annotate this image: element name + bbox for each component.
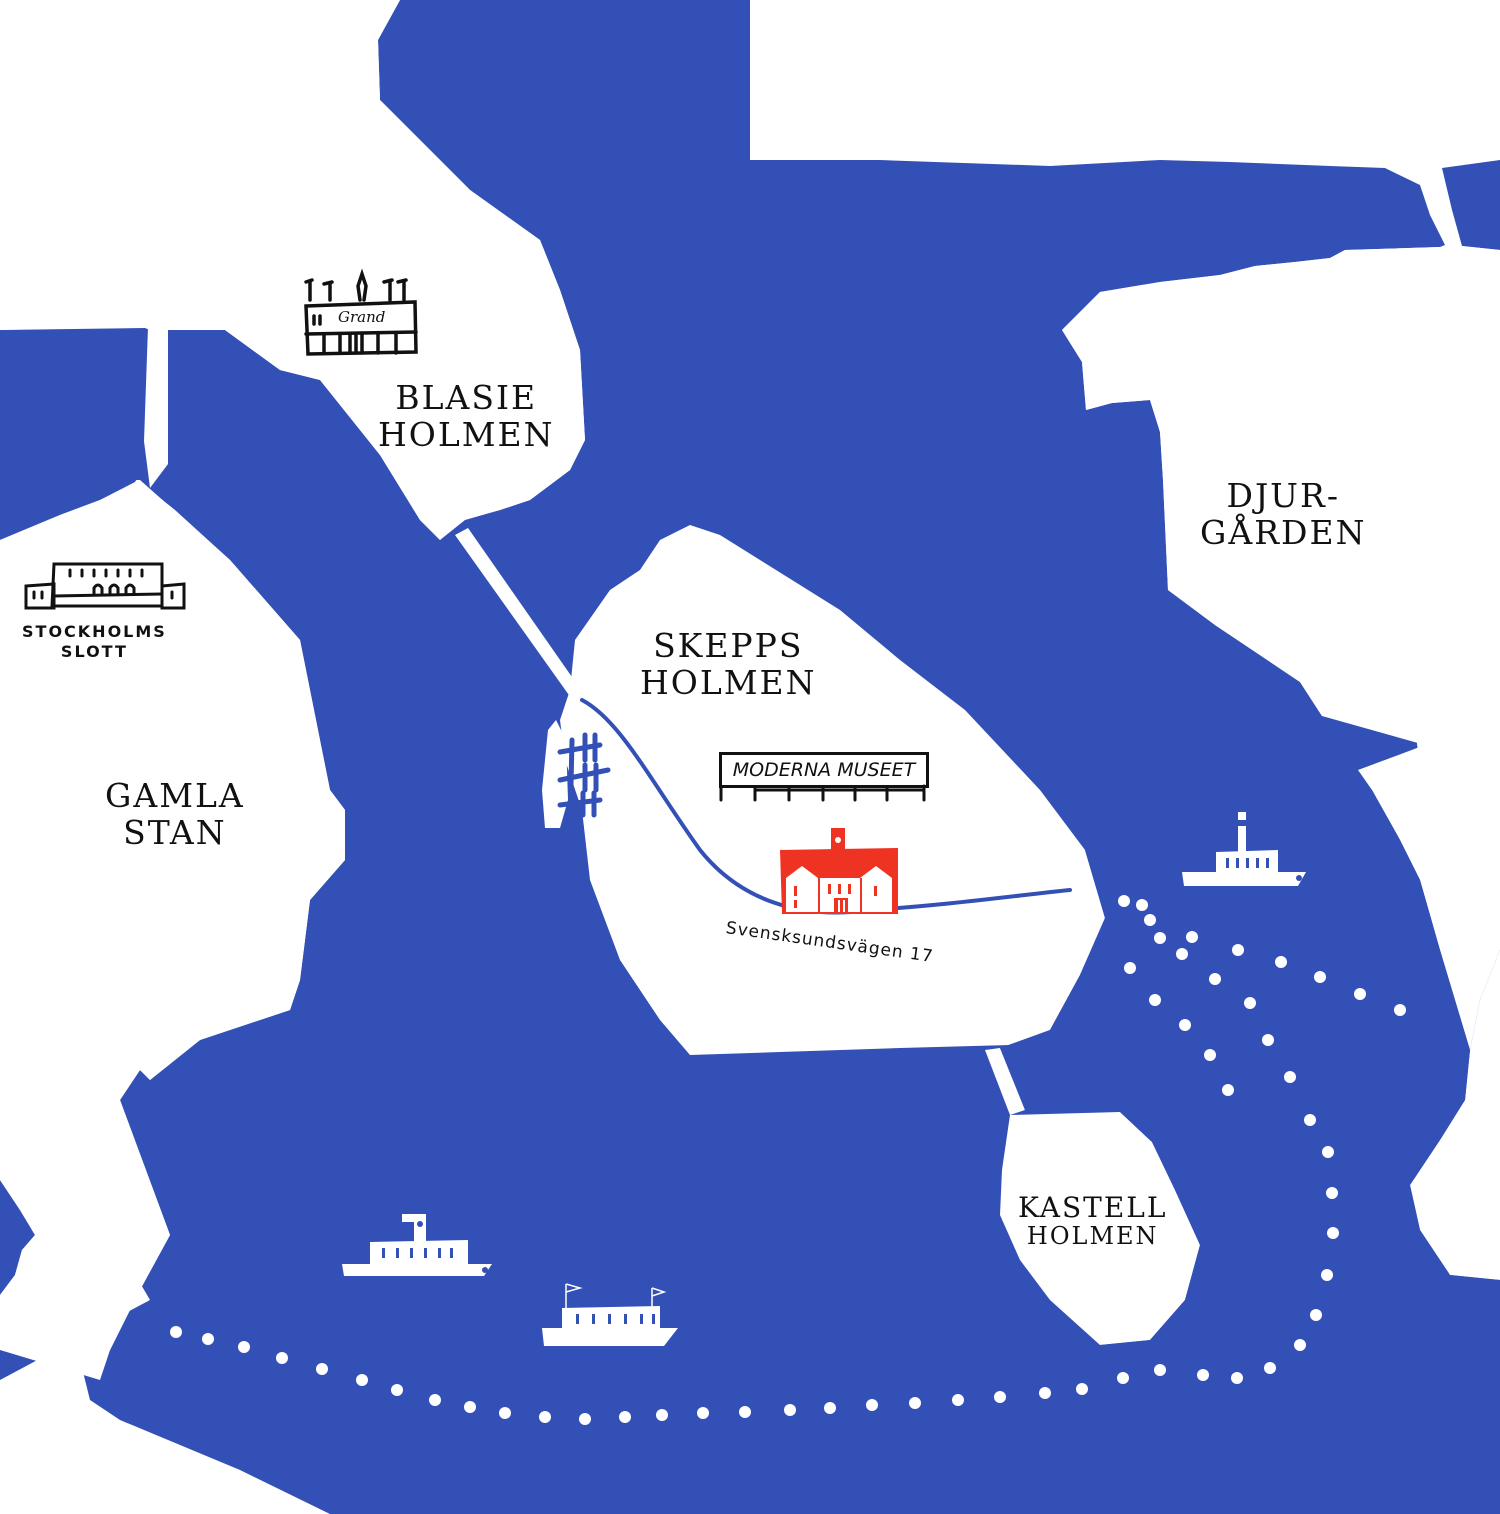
landmark-label-line: SLOTT: [60, 642, 128, 661]
area-label-blasieholmen: BLASIE HOLMEN: [378, 378, 555, 454]
water-east: [1000, 770, 1500, 1514]
grand-hotel-sign: Grand: [338, 308, 386, 326]
area-label-line: HOLMEN: [640, 662, 817, 702]
dotted-ferry-route: [170, 895, 1406, 1425]
area-label-skeppsholmen: SKEPPS HOLMEN: [640, 626, 817, 702]
grand-hotel-icon: [304, 268, 418, 356]
area-label-djurgarden: DJUR- GÅRDEN: [1200, 476, 1367, 552]
road-svensksundsvagen: [580, 698, 1072, 915]
bridge-hatch-icon: [557, 732, 611, 833]
moderna-museet-sign: MODERNA MUSEET: [719, 752, 929, 788]
stockholms-slott-icon: [24, 562, 186, 610]
red-building-icon: [780, 828, 898, 914]
steamboat-icon: [1182, 812, 1306, 886]
area-label-line: KASTELL: [1018, 1191, 1168, 1224]
landmark-label-stockholms-slott: STOCKHOLMS SLOTT: [22, 622, 167, 662]
area-label-line: BLASIE: [395, 378, 538, 417]
area-label-line: STAN: [123, 812, 227, 852]
area-label-line: DJUR-: [1226, 476, 1340, 515]
ferry-icon: [342, 1214, 492, 1276]
moderna-museet-railing-icon: [719, 784, 926, 802]
area-label-line: SKEPPS: [653, 626, 804, 665]
area-label-line: GÅRDEN: [1200, 512, 1367, 552]
area-label-kastellholmen: KASTELL HOLMEN: [1018, 1192, 1168, 1250]
area-label-gamla-stan: GAMLA STAN: [105, 776, 245, 852]
area-label-line: HOLMEN: [1026, 1222, 1159, 1251]
ferry-flags-icon: [542, 1283, 678, 1346]
landmark-label-line: STOCKHOLMS: [22, 622, 167, 641]
area-label-line: HOLMEN: [378, 414, 555, 454]
area-label-line: GAMLA: [105, 776, 245, 815]
